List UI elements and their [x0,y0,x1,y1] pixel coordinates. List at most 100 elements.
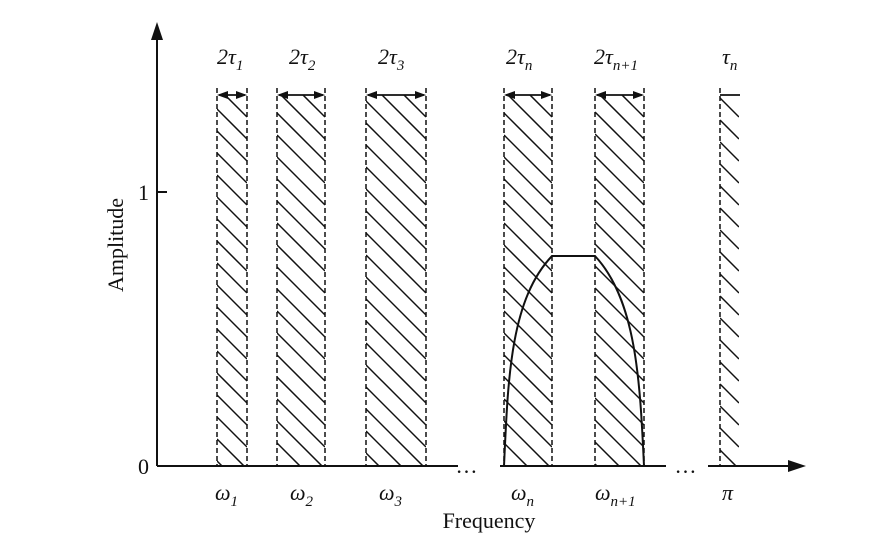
hatch-line [366,232,426,294]
hatch-line [277,244,325,294]
hatch-line [504,288,552,338]
hatch-line [504,222,552,272]
width-arrows [217,91,644,99]
width-label-pi: τn [722,44,737,74]
hatch-line [217,328,247,360]
hatch-line [277,442,302,466]
hatch-line [595,353,644,404]
y-axis-title: Amplitude [103,198,128,292]
hatch-line [402,95,426,118]
hatch-line [217,218,247,250]
hatch-band-2 [276,88,326,466]
hatch-band-pi [719,88,740,466]
center-label-1: ω1 [215,480,238,510]
hatch-line [217,416,247,448]
hatch-line [504,134,552,184]
hatch-line [504,420,551,466]
hatch-line [504,200,552,250]
hatch-line [504,332,552,382]
hatch-line [217,350,247,382]
hatch-band-n-plus-1 [594,88,645,466]
hatch-line [366,276,426,338]
hatch-line [217,372,247,404]
hatch-line [504,442,529,466]
hatch-line [366,386,426,448]
hatch-line [366,122,426,184]
hatch-line [720,163,739,184]
hatch-line [366,210,426,272]
hatch-line [720,449,738,466]
hatch-line [595,397,644,448]
hatch-line [366,452,381,466]
width-arrow-3 [366,91,426,99]
hatch-line [595,309,644,360]
hatch-line [277,200,325,250]
hatch-line [223,95,247,118]
hatch-line [277,420,324,466]
x-axis-arrowhead [788,460,806,472]
hatch-line [620,95,644,118]
y-tick-label-0: 0 [138,454,149,479]
hatch-line [720,229,739,250]
hatch-line [720,339,739,360]
hatch-line [595,133,644,184]
hatch-line [277,288,325,338]
hatch-line [277,376,325,426]
hatch-line [720,141,739,162]
hatch-band-1 [216,88,248,466]
hatch-line [595,243,644,294]
hatch-line [595,177,644,228]
width-label-n-plus-1: 2τn+1 [594,44,638,74]
hatch-line [366,364,426,426]
axes [151,22,806,472]
hatch-line [720,427,739,448]
hatch-line [277,354,325,404]
hatch-line [504,266,552,316]
hatch-line [217,438,246,466]
center-label-n-plus-1: ωn+1 [595,480,636,510]
hatch-band-n [503,88,553,466]
hatch-line [277,178,325,228]
hatch-line [720,361,739,382]
hatch-line [366,254,426,316]
hatch-line [737,95,739,96]
hatch-line [720,383,739,404]
hatch-line [595,419,643,466]
y-axis-arrowhead [151,22,163,40]
hatch-line [504,398,552,448]
hatch-line [595,265,644,316]
hatch-line [720,97,739,118]
hatch-line [720,405,739,426]
width-arrow-n [504,91,552,99]
hatch-line [279,95,325,140]
hatch-line [366,100,426,162]
width-label-1: 2τ1 [217,44,243,74]
hatch-line [504,178,552,228]
hatch-line [217,240,247,272]
hatch-line [366,430,403,466]
hatch-line [217,196,247,228]
hatch-line [277,112,325,162]
hatch-line [366,320,426,382]
hatch-line [595,441,621,466]
hatch-line [595,155,644,206]
hatch-line [366,166,426,228]
hatch-line [720,185,739,206]
hatch-line [217,394,247,426]
response-curve [503,255,645,467]
hatch-line [277,310,325,360]
center-label-2: ω2 [290,480,314,510]
width-label-2: 2τ2 [289,44,316,74]
hatch-line [504,112,552,162]
hatch-line [217,108,247,140]
center-label-pi: π [722,480,734,505]
hatch-band-3 [365,88,427,466]
hatch-line [301,95,325,118]
width-arrow-2 [277,91,325,99]
center-label-3: ω3 [379,480,402,510]
hatch-line [595,199,644,250]
hatch-line [720,207,739,228]
center-label-n: ωn [511,480,534,510]
hatch-line [380,95,426,140]
